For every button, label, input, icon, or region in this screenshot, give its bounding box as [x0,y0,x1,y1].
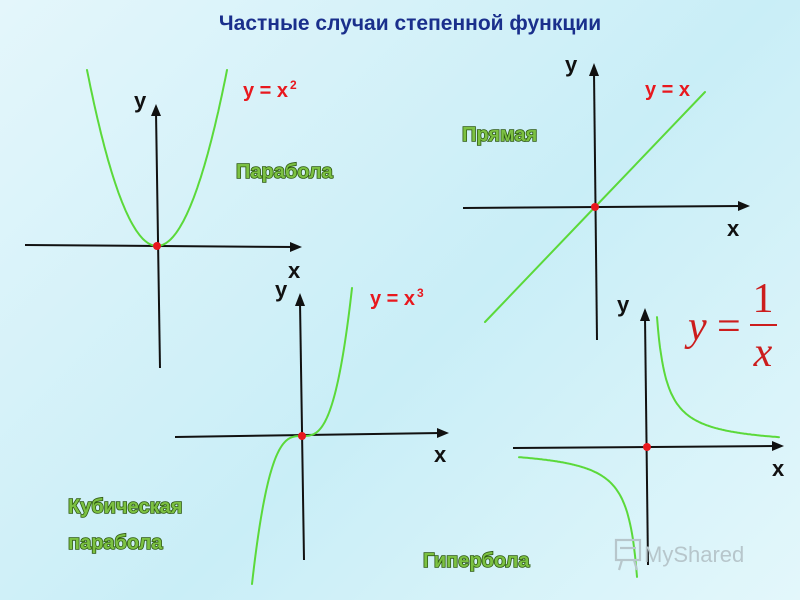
cubic-name-line1: Кубическая [68,496,182,518]
cubic-y-label: y [275,277,288,302]
parabola-y-label: y [134,88,147,113]
line-graph: y x y = x Прямая [461,52,750,341]
hyperbola-equation-denominator: x [753,330,773,376]
page-title: Частные случаи степенной функции [219,12,601,35]
parabola-name: Парабола [236,161,334,183]
hyperbola-equation-numerator: 1 [753,276,774,322]
line-x-label: x [727,216,740,241]
parabola-equation-base: y = x [243,80,288,102]
parabola-equation-exponent: 2 [290,78,297,92]
cubic-name-line2: парабола [68,532,163,554]
cubic-y-arrow-icon [295,293,305,306]
parabola-y-axis [155,111,161,369]
parabola-x-arrow-icon [290,242,302,252]
hyperbola-equation-eq: = [717,304,741,350]
hyperbola-y-arrow-icon [640,308,650,321]
cubic-x-label: x [434,442,447,467]
hyperbola-y-axis [644,316,649,566]
cubic-equation-base: y = x [370,288,415,310]
hyperbola-equation: y = 1 x [684,276,777,376]
hyperbola-equation-lhs: y [684,304,707,350]
line-y-arrow-icon [589,63,599,76]
line-equation: y = x [645,79,690,101]
hyperbola-x-label: x [772,456,785,481]
hyperbola-name: Гипербола [423,550,530,572]
parabola-origin-point [153,242,161,250]
watermark: MyShared [614,538,744,571]
line-y-label: y [565,52,578,77]
presentation-board-icon [614,538,642,571]
hyperbola-y-label: y [617,292,630,317]
line-x-axis [462,205,743,209]
cubic-y-axis [299,301,305,561]
hyperbola-graph: y x y = 1 x Гипербола [422,276,785,578]
line-origin-point [591,203,599,211]
parabola-y-arrow-icon [151,104,161,116]
hyperbola-x-arrow-icon [772,441,784,451]
hyperbola-right-branch [656,316,780,439]
watermark-text: MyShared [644,542,744,567]
cubic-origin-point [298,432,306,440]
cubic-equation-exponent: 3 [417,286,424,300]
parabola-x-label: x [288,258,301,283]
line-x-arrow-icon [738,201,750,211]
hyperbola-origin-point [643,443,651,451]
hyperbola-left-branch [518,456,638,578]
line-equation-base: y = x [645,79,690,101]
line-name: Прямая [462,124,537,146]
cubic-x-arrow-icon [437,428,449,438]
